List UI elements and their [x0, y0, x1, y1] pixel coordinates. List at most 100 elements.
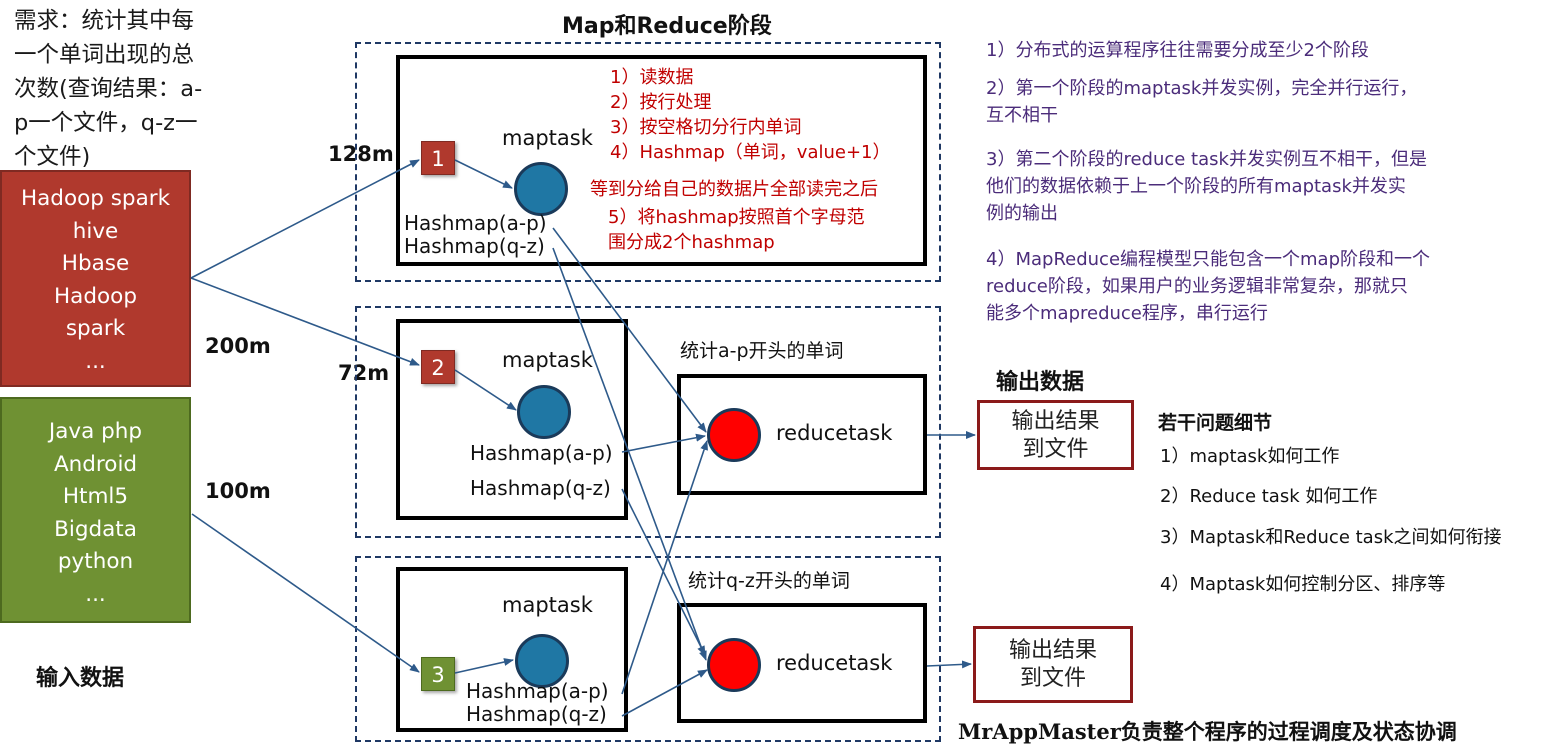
requirement-line: 需求：统计其中每: [14, 8, 195, 34]
split-label-72m: 72m: [338, 361, 390, 385]
note-2: 2）第一个阶段的maptask并发实例，完全并行运行， 互不相干: [986, 75, 1546, 129]
input-data-label: 输入数据: [36, 666, 125, 691]
input-block-green: Java php Android Html5 Bigdata python ..…: [0, 397, 191, 623]
requirement-line: 个文件): [14, 144, 91, 170]
hashmap-qz-label: Hashmap(q-z): [404, 234, 545, 258]
hashmap-qz-label: Hashmap(q-z): [466, 702, 607, 726]
reduce-group-ap-dashed: [355, 306, 941, 538]
reduce-node-qz: [707, 638, 761, 692]
note-1: 1）分布式的运算程序往往需要分成至少2个阶段: [986, 37, 1546, 64]
output-file-box-1: 输出结果 到文件: [977, 400, 1134, 470]
master-note: MrAppMaster负责整个程序的过程调度及状态协调: [958, 719, 1457, 744]
input-line: Android: [53, 451, 138, 477]
arrow-split3-to-map3: [454, 658, 514, 674]
reduce-group-qz-dashed: [355, 556, 941, 742]
input-line: hive: [72, 218, 119, 244]
map-node-1: [514, 162, 568, 216]
note-line: 4）MapReduce编程模型只能包含一个map阶段和一个: [986, 249, 1431, 270]
size-label-100m: 100m: [205, 479, 271, 503]
split-number-1: 1: [421, 141, 455, 175]
hashmap-ap-label-2: Hashmap(a-p): [470, 441, 613, 465]
reduce-caption-ap: 统计a-p开头的单词: [680, 340, 844, 362]
map-step: 5）将hashmap按照首个字母范: [608, 207, 865, 228]
requirement-line: 一个单词出现的总: [14, 42, 195, 68]
output-data-title: 输出数据: [996, 370, 1085, 395]
input-line: Html5: [62, 484, 129, 509]
note-line: reduce阶段，如果用户的业务逻辑非常复杂，那就只: [986, 276, 1408, 297]
maptask-label-3: maptask: [502, 593, 593, 617]
arrow-input-to-split-2: [190, 277, 420, 366]
arrow-split2-to-map2: [454, 369, 517, 411]
hashmap-labels-3: Hashmap(a-p) Hashmap(q-z): [466, 680, 609, 726]
arrow-map3-qz-to-reduce-qz: [621, 669, 708, 717]
input-line: Bigdata: [54, 516, 137, 542]
reduce-caption-qz: 统计q-z开头的单词: [688, 570, 850, 592]
arrow-map2-ap-to-reduce-ap: [621, 433, 706, 453]
arrow-map3-ap-to-reduce-ap: [621, 440, 708, 695]
size-label-200m: 200m: [205, 334, 271, 358]
map-steps-partition: 5）将hashmap按照首个字母范 围分成2个hashmap: [608, 205, 865, 255]
input-line: Java php: [48, 419, 143, 444]
question-item: 4）Maptask如何控制分区、排序等: [1160, 574, 1446, 595]
split-number-3: 3: [421, 657, 455, 691]
map-step-wait: 等到分给自己的数据片全部读完之后: [590, 179, 878, 200]
reducetask-label-ap: reducetask: [776, 421, 893, 445]
map-step: 3）按空格切分行内单词: [610, 117, 802, 138]
output-line: 输出结果: [1011, 409, 1100, 434]
note-line: 2）第一个阶段的maptask并发实例，完全并行运行，: [986, 78, 1418, 99]
requirement-line: p一个文件，q-z一: [14, 110, 198, 136]
note-line: 1）分布式的运算程序往往需要分成至少2个阶段: [986, 40, 1369, 61]
arrow-reduce-qz-to-output: [926, 660, 972, 669]
note-4: 4）MapReduce编程模型只能包含一个map阶段和一个 reduce阶段，如…: [986, 246, 1546, 327]
arrow-input-to-split-3: [191, 513, 420, 673]
hashmap-ap-label: Hashmap(a-p): [404, 211, 547, 235]
hashmap-qz-label-2: Hashmap(q-z): [470, 476, 611, 500]
input-line: ...: [85, 581, 106, 607]
maptask-label-1: maptask: [502, 126, 593, 150]
note-line: 能多个mapreduce程序，串行运行: [986, 303, 1268, 324]
maptask-label-2: maptask: [502, 348, 593, 372]
question-item: 1）maptask如何工作: [1160, 446, 1340, 467]
question-item: 3）Maptask和Reduce task之间如何衔接: [1160, 527, 1502, 548]
output-line: 输出结果: [1008, 638, 1097, 663]
input-line: spark: [65, 316, 126, 341]
arrow-split1-to-map1: [454, 159, 513, 189]
maptask-box-1: [396, 55, 927, 266]
map-steps-list: 1）读数据 2）按行处理 3）按空格切分行内单词 4）Hashmap（单词，va…: [610, 65, 891, 165]
maptask-box-3: [396, 567, 628, 732]
map-node-3: [515, 634, 569, 688]
section-title: Map和Reduce阶段: [562, 14, 772, 39]
map-group-dashed: [355, 42, 941, 282]
hashmap-labels-1: Hashmap(a-p) Hashmap(q-z): [404, 212, 547, 258]
note-line: 例的输出: [986, 203, 1058, 224]
input-block-red: Hadoop spark hive Hbase Hadoop spark ...: [0, 170, 191, 387]
arrow-input-to-split-1: [190, 159, 420, 279]
input-line: python: [57, 549, 134, 574]
map-node-2: [517, 385, 571, 439]
map-step: 4）Hashmap（单词，value+1）: [610, 142, 891, 163]
hashmap-ap-label: Hashmap(a-p): [466, 679, 609, 703]
requirement-line: 次数(查询结果：a-: [14, 76, 203, 102]
output-line: 到文件: [1019, 666, 1086, 691]
requirement-text: 需求：统计其中每 一个单词出现的总 次数(查询结果：a- p一个文件，q-z一 …: [14, 4, 236, 174]
map-step: 围分成2个hashmap: [608, 232, 775, 253]
note-line: 3）第二个阶段的reduce task并发实例互不相干，但是: [986, 149, 1427, 170]
note-3: 3）第二个阶段的reduce task并发实例互不相干，但是 他们的数据依赖于上…: [986, 146, 1546, 227]
output-file-box-2: 输出结果 到文件: [973, 626, 1133, 703]
input-line: ...: [85, 348, 106, 374]
map-step: 2）按行处理: [610, 92, 712, 113]
reduce-node-ap: [707, 408, 761, 462]
question-item: 2）Reduce task 如何工作: [1160, 486, 1378, 507]
arrow-map1-qz-to-reduce-qz: [552, 247, 707, 661]
split-label-128m: 128m: [328, 142, 394, 166]
output-line: 到文件: [1022, 437, 1089, 462]
input-line: Hadoop: [54, 283, 137, 309]
map-step: 1）读数据: [610, 67, 694, 88]
split-number-2: 2: [421, 350, 455, 384]
reducetask-label-qz: reducetask: [776, 651, 893, 675]
arrow-map1-ap-to-reduce-ap: [552, 227, 707, 433]
reducetask-box-ap: [677, 374, 927, 495]
note-line: 互不相干: [986, 105, 1058, 126]
questions-title: 若干问题细节: [1158, 412, 1273, 434]
